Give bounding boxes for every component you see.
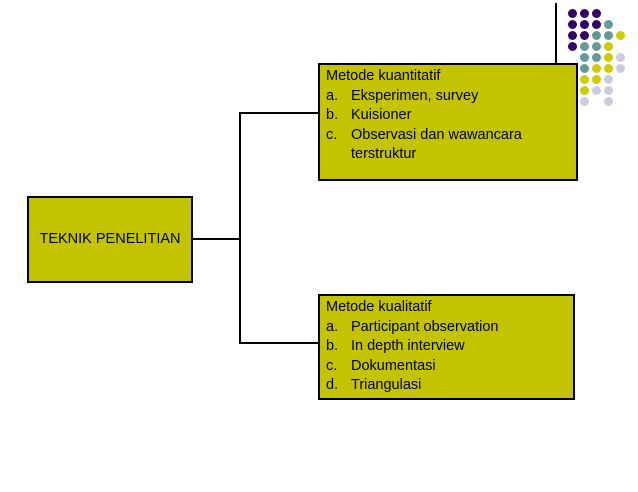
decor-dot [580, 42, 589, 51]
decor-dot [604, 64, 613, 73]
list-item: a. Participant observation [326, 318, 569, 338]
decor-dot [616, 31, 625, 40]
decor-dot [568, 20, 577, 29]
decor-dot-grid [568, 9, 630, 106]
list-item-marker: d. [326, 377, 339, 393]
list-item: c. Dokumentasi [326, 357, 569, 377]
decor-dot [568, 9, 577, 18]
node-teknik-penelitian: TEKNIK PENELITIAN [27, 196, 193, 283]
list-item-marker: b. [326, 107, 339, 123]
decor-dot [592, 9, 601, 18]
node-metode-kualitatif-title: Metode kualitatif [326, 299, 432, 315]
decor-dot [604, 53, 613, 62]
list-item: b. In depth interview [326, 337, 569, 357]
decor-dot [604, 31, 613, 40]
decor-dot [592, 64, 601, 73]
list-item-text: Triangulasi [351, 377, 422, 393]
list-item-text: Eksperimen, survey [351, 87, 479, 104]
node-metode-kuantitatif: Metode kuantitatif a. Eksperimen, survey… [318, 63, 578, 181]
decor-dot [580, 20, 589, 29]
decor-dot [580, 64, 589, 73]
connector-to-qualitative [241, 342, 318, 344]
list-item-text: Observasi dan wawancara terstruktur [351, 126, 522, 163]
connector-root-stub [192, 238, 241, 240]
node-metode-kuantitatif-title: Metode kuantitatif [326, 68, 441, 84]
list-item-text: Participant observation [351, 318, 499, 335]
list-item-text: Dokumentasi [351, 357, 436, 374]
decor-dot [592, 86, 601, 95]
decor-dot [592, 42, 601, 51]
connector-vertical [239, 112, 241, 344]
decor-dot [580, 9, 589, 18]
decor-dot [592, 53, 601, 62]
list-item: a. Eksperimen, survey [326, 87, 572, 107]
decor-vertical-line [555, 3, 557, 63]
list-item-marker: c. [326, 126, 338, 143]
node-metode-kualitatif: Metode kualitatif a. Participant observa… [318, 294, 575, 400]
list-item: d. Triangulasi [326, 376, 569, 396]
node-teknik-penelitian-label: TEKNIK PENELITIAN [39, 230, 181, 247]
list-item-marker: c. [326, 357, 338, 374]
list-item-text: In depth interview [351, 338, 465, 354]
decor-dot [568, 31, 577, 40]
decor-dot [592, 31, 601, 40]
list-item-marker: b. [326, 338, 339, 354]
decor-dot [580, 97, 589, 106]
decor-dot [604, 97, 613, 106]
decor-dot [592, 20, 601, 29]
decor-dot [604, 86, 613, 95]
decor-dot [580, 53, 589, 62]
list-item: c. Observasi dan wawancara terstruktur [326, 126, 572, 165]
list-item-marker: a. [326, 87, 339, 104]
list-item: b. Kuisioner [326, 106, 572, 126]
decor-dot [580, 86, 589, 95]
decor-dot [604, 75, 613, 84]
decor-dot [592, 75, 601, 84]
decor-dot [568, 42, 577, 51]
decor-dot [580, 75, 589, 84]
decor-dot [604, 42, 613, 51]
connector-to-quantitative [241, 112, 318, 114]
decor-dot [616, 64, 625, 73]
decor-dot [616, 53, 625, 62]
decor-dot [604, 20, 613, 29]
list-item-text: Kuisioner [351, 107, 412, 123]
decor-dot [580, 31, 589, 40]
list-item-marker: a. [326, 318, 339, 335]
